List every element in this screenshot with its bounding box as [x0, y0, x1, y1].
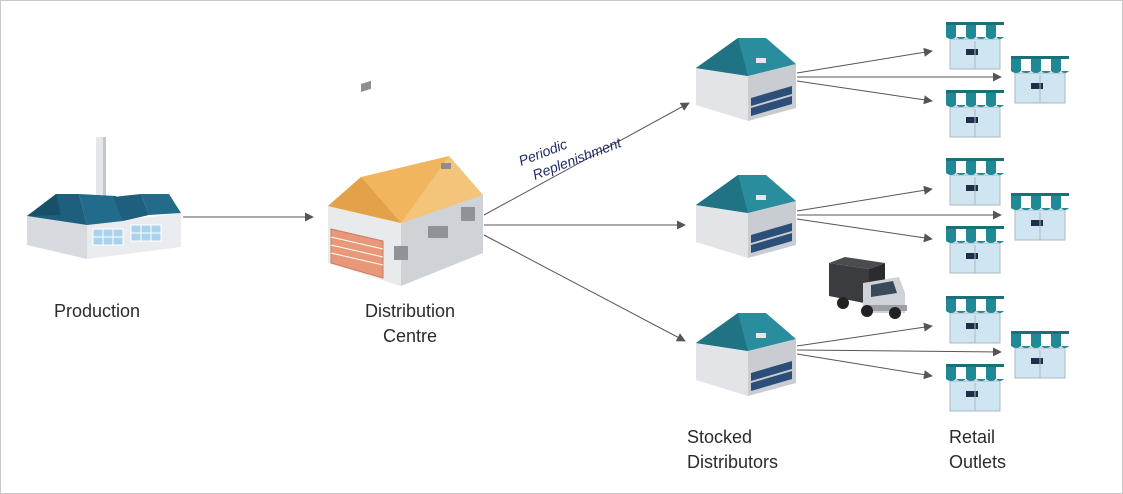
- warehouse-icon: [696, 175, 796, 258]
- storefront-icon: [945, 225, 1005, 274]
- storefront-icon: [1010, 330, 1070, 379]
- storefront-icon: [945, 295, 1005, 344]
- retail-outlets-label: Retail Outlets: [949, 425, 1006, 475]
- storefront-icon: [1010, 192, 1070, 241]
- stocked-distributors-line-1: Stocked: [687, 427, 753, 447]
- warehouse-icon: [696, 38, 796, 121]
- retail-outlets-line-1: Retail: [949, 427, 996, 447]
- retail-outlets-line-2: Outlets: [949, 452, 1007, 472]
- arrow-d3-retail-c: [796, 353, 933, 380]
- storefront-icon: [945, 363, 1005, 412]
- arrow-d1-retail-a: [796, 47, 933, 74]
- warehouse-icon: [328, 80, 483, 286]
- distribution-centre-label: Distribution Centre: [351, 299, 469, 349]
- replenishment-label: Periodic Replenishment: [516, 134, 624, 183]
- arrow-d2-retail-c: [796, 218, 933, 243]
- truck-icon: [829, 257, 907, 319]
- storefront-icon: [1010, 55, 1070, 104]
- storefront-icon: [945, 157, 1005, 206]
- arrow-centre-distributor-1: [483, 102, 690, 216]
- storefront-icon: [945, 89, 1005, 138]
- distribution-centre-line-1: Distribution: [364, 301, 456, 321]
- warehouse-icon: [696, 313, 796, 396]
- arrow-d3-retail-a: [796, 322, 933, 347]
- production-label: Production: [54, 299, 140, 324]
- stocked-distributors-line-2: Distributors: [687, 452, 779, 472]
- distribution-centre-line-2: Centre: [382, 326, 438, 346]
- production-label-text: Production: [54, 301, 141, 321]
- arrow-d1-retail-c: [796, 80, 933, 105]
- arrow-centre-distributor-3: [483, 234, 686, 342]
- arrow-d2-retail-a: [796, 185, 933, 212]
- arrow-d3-retail-b: [796, 347, 1002, 357]
- storefront-icon: [945, 21, 1005, 70]
- factory-icon: [27, 137, 181, 259]
- stocked-distributors-label: Stocked Distributors: [687, 425, 778, 475]
